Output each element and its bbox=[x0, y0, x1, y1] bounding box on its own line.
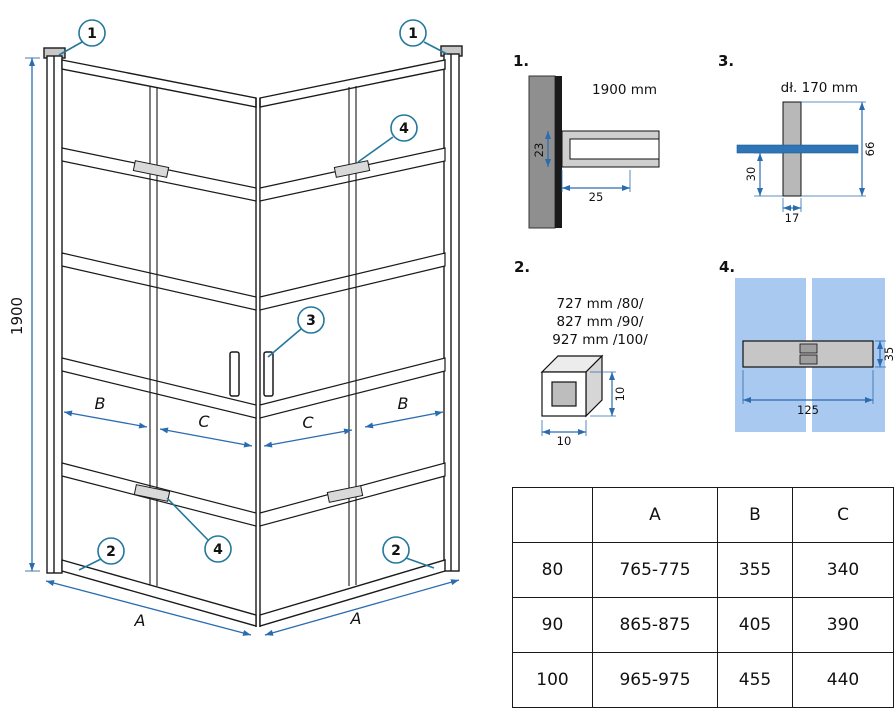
dim-a-left-line bbox=[45, 580, 252, 636]
table-cell-a: 765-775 bbox=[592, 542, 718, 598]
callout-1-left bbox=[78, 19, 106, 47]
dim-a-right-line bbox=[264, 579, 460, 636]
size-table: A B C 80 765-775 355 340 90 865-875 405 … bbox=[512, 487, 894, 708]
table-row: 100 965-975 455 440 bbox=[512, 652, 894, 708]
table-cell-b: 355 bbox=[717, 542, 793, 598]
dim-c-left-label: C bbox=[198, 412, 210, 431]
detail-4-clamp-bottom bbox=[799, 354, 818, 365]
detail-1-wall-edge bbox=[555, 76, 562, 228]
right-wall-stripes bbox=[259, 147, 446, 527]
detail-4-number: 4. bbox=[719, 258, 735, 276]
dim-c-right-line bbox=[263, 428, 353, 448]
table-cell-size: 100 bbox=[512, 652, 593, 708]
detail-4-clamp-top bbox=[799, 343, 818, 354]
detail-2-tube-profile bbox=[540, 354, 604, 418]
table-row: 80 765-775 355 340 bbox=[512, 542, 894, 598]
detail-3: 3. dł. 170 mm 66 30 17 bbox=[718, 52, 877, 225]
abc-labels: B C C B A A bbox=[95, 394, 409, 630]
table-cell-c: 390 bbox=[792, 597, 894, 653]
callout-2-right-num: 2 bbox=[391, 543, 401, 559]
callout-3 bbox=[297, 306, 325, 334]
detail-3-dim-17: 17 bbox=[785, 211, 800, 225]
dim-b-left-line bbox=[63, 410, 148, 429]
callout-1-right bbox=[399, 19, 427, 47]
table-cell-c: 440 bbox=[792, 652, 894, 708]
detail-1-profile-slot bbox=[569, 138, 660, 160]
callout-3-num: 3 bbox=[306, 313, 316, 329]
detail-3-dim-30: 30 bbox=[744, 167, 758, 182]
table-cell-c: 340 bbox=[792, 542, 894, 598]
callout-2-right bbox=[382, 536, 410, 564]
table-cell-size: 90 bbox=[512, 597, 593, 653]
dim-b-left-label: B bbox=[95, 394, 106, 413]
dim-c-left-line bbox=[159, 427, 253, 448]
callout-numbers: 1 1 4 3 2 4 2 bbox=[87, 26, 418, 560]
detail-3-dim-66: 66 bbox=[863, 142, 877, 157]
dim-c-right-label: C bbox=[302, 413, 314, 432]
detail-4-dim-125: 125 bbox=[797, 403, 819, 417]
detail-4-dim-35: 35 bbox=[882, 347, 896, 362]
detail-2-size-line1: 727 mm /80/ bbox=[557, 296, 644, 312]
main-dimensions bbox=[25, 57, 460, 636]
door-fold-dividers bbox=[149, 86, 357, 586]
detail-1-dim-23: 23 bbox=[532, 143, 546, 158]
detail-3-number: 3. bbox=[718, 52, 734, 70]
detail-3-length-label: dł. 170 mm bbox=[781, 80, 858, 96]
detail-2: 2. 727 mm /80/ 827 mm /90/ 927 mm /100/ … bbox=[514, 258, 648, 448]
left-top-frame bbox=[61, 59, 257, 108]
detail-2-dim-10-right: 10 bbox=[613, 387, 627, 402]
detail-2-size-line2: 827 mm /90/ bbox=[557, 314, 644, 330]
table-cell-a: 865-875 bbox=[592, 597, 718, 653]
dim-b-right-line bbox=[364, 410, 444, 429]
right-top-frame bbox=[259, 59, 446, 108]
table-cell-b: 455 bbox=[717, 652, 793, 708]
door-handles bbox=[229, 351, 274, 397]
detail-2-number: 2. bbox=[514, 258, 530, 276]
table-header-c: C bbox=[792, 487, 894, 543]
callout-4-bottom bbox=[204, 535, 232, 563]
table-cell-size: 80 bbox=[512, 542, 593, 598]
detail-3-shelf bbox=[736, 144, 859, 154]
callouts bbox=[58, 19, 448, 571]
dim-a-left-label: A bbox=[134, 611, 146, 630]
detail-1-dim-25: 25 bbox=[589, 190, 604, 204]
callout-4-top bbox=[390, 114, 418, 142]
callout-1-left-num: 1 bbox=[87, 26, 97, 42]
table-header-b: B bbox=[717, 487, 793, 543]
detail-2-dim-10-bottom: 10 bbox=[557, 434, 572, 448]
stabilizer-brackets bbox=[132, 160, 371, 503]
callout-2-left bbox=[97, 537, 125, 565]
detail-1-width-label: 1900 mm bbox=[592, 82, 657, 98]
table-cell-a: 965-975 bbox=[592, 652, 718, 708]
left-wall-stripes bbox=[61, 147, 257, 527]
table-cell-b: 405 bbox=[717, 597, 793, 653]
dim-a-right-label: A bbox=[350, 609, 362, 628]
detail-1: 1. 1900 mm 23 25 bbox=[513, 52, 660, 229]
table-header-row: A B C bbox=[512, 487, 894, 543]
callout-1-right-num: 1 bbox=[408, 26, 418, 42]
table-row: 90 865-875 405 390 bbox=[512, 597, 894, 653]
table-header-a: A bbox=[592, 487, 718, 543]
callout-4-top-num: 4 bbox=[399, 121, 409, 137]
callout-2-left-num: 2 bbox=[106, 544, 116, 560]
table-header-blank bbox=[512, 487, 593, 543]
detail-2-size-line3: 927 mm /100/ bbox=[552, 332, 648, 348]
dim-height-label: 1900 bbox=[8, 297, 26, 335]
callout-4-bottom-num: 4 bbox=[213, 542, 223, 558]
detail-4: 4. 35 125 bbox=[719, 258, 896, 432]
detail-1-number: 1. bbox=[513, 52, 529, 70]
dim-b-right-label: B bbox=[398, 394, 409, 413]
